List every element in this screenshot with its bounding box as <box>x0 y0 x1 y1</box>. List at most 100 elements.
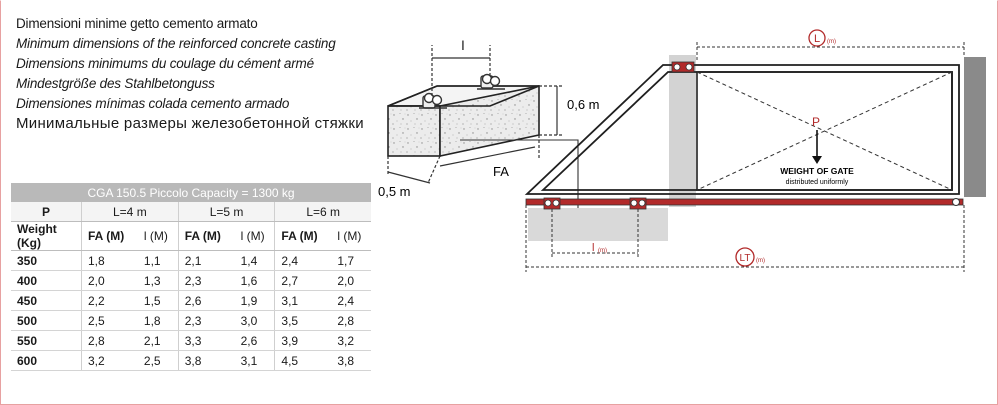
fa-cell: 2,6 <box>177 290 235 311</box>
l-cell: 3,2 <box>331 330 371 351</box>
dim-l-label: l <box>592 242 594 254</box>
table-caption-row: CGA 150.5 Piccolo Capacity = 1300 kg <box>11 183 371 202</box>
dim-L-unit: (m) <box>827 39 836 45</box>
fa-cell: 1,8 <box>81 250 138 271</box>
header-l: l (M) <box>137 221 179 251</box>
title-de: Mindestgröße des Stahlbetonguss <box>16 76 215 91</box>
dim-LT-line <box>525 205 965 272</box>
bottom-roller-right <box>629 197 647 210</box>
fa-cell: 3,3 <box>177 330 235 351</box>
fa-cell: 3,8 <box>177 350 235 371</box>
rail-end-stop <box>952 198 960 206</box>
table-caption: CGA 150.5 Piccolo Capacity = 1300 kg <box>11 183 371 202</box>
block-dim-height <box>539 85 562 136</box>
l-cell: 2,1 <box>137 330 179 351</box>
dim-L-marker <box>808 29 826 47</box>
fa-cell: 2,3 <box>177 270 235 291</box>
header-fa: FA (M) <box>274 221 332 251</box>
fa-cell: 4,5 <box>274 350 332 371</box>
fa-cell: 3,2 <box>81 350 138 371</box>
header-group-l6: L=6 m <box>274 202 371 222</box>
header-fa: FA (M) <box>177 221 235 251</box>
header-l: l (M) <box>331 221 371 251</box>
dim-L-label: L <box>814 33 820 45</box>
block-label-height: 0,6 m <box>567 97 600 112</box>
fa-cell: 2,0 <box>81 270 138 291</box>
weight-cell: 400 <box>11 270 82 291</box>
fa-cell: 2,7 <box>274 270 332 291</box>
l-cell: 1,8 <box>137 310 179 331</box>
block-leader-line <box>460 139 579 225</box>
load-arrow <box>812 130 822 164</box>
block-label-l: l <box>462 38 465 53</box>
dim-LT-marker <box>735 247 755 267</box>
title-fr: Dimensions minimums du coulage du cément… <box>16 56 314 71</box>
l-cell: 1,1 <box>137 250 179 271</box>
fa-cell: 2,1 <box>177 250 235 271</box>
fa-cell: 2,5 <box>81 310 138 331</box>
gate-post-right <box>964 57 986 197</box>
weight-cell: 600 <box>11 350 82 371</box>
l-cell: 3,8 <box>331 350 371 371</box>
bottom-roller-left <box>543 197 561 210</box>
weight-cell: 550 <box>11 330 82 351</box>
gate-frame <box>524 64 960 195</box>
l-cell: 1,5 <box>137 290 179 311</box>
l-cell: 2,5 <box>137 350 179 371</box>
fa-cell: 3,5 <box>274 310 332 331</box>
l-cell: 1,9 <box>234 290 275 311</box>
fa-cell: 3,1 <box>274 290 332 311</box>
header-p: P <box>11 202 82 222</box>
dim-l-unit: (m) <box>598 248 607 254</box>
title-block: Dimensioni minime getto cemento armato M… <box>16 14 371 133</box>
fa-cell: 2,4 <box>274 250 332 271</box>
fa-cell: 2,8 <box>81 330 138 351</box>
l-cell: 2,6 <box>234 330 275 351</box>
header-weight: Weight (Kg) <box>11 221 82 251</box>
l-cell: 1,6 <box>234 270 275 291</box>
l-cell: 1,4 <box>234 250 275 271</box>
load-p-label: P <box>812 115 820 129</box>
header-group-l5: L=5 m <box>177 202 275 222</box>
fa-cell: 2,2 <box>81 290 138 311</box>
block-dim-width <box>387 155 441 184</box>
fa-cell: 2,3 <box>177 310 235 331</box>
gate-post-left <box>669 55 696 207</box>
block-dim-fa <box>439 135 540 167</box>
l-cell: 3,1 <box>234 350 275 371</box>
weight-subtitle: distributed uniformly <box>786 179 849 186</box>
l-cell: 2,0 <box>331 270 371 291</box>
block-label-fa: FA <box>493 164 509 179</box>
l-cell: 1,3 <box>137 270 179 291</box>
gate-diagonals <box>696 71 953 191</box>
title-es: Dimensiones mínimas colada cemento armad… <box>16 96 290 111</box>
header-fa: FA (M) <box>81 221 138 251</box>
weight-cell: 350 <box>11 250 82 271</box>
block-dim-l <box>431 45 491 96</box>
concrete-block <box>387 85 540 157</box>
title-it: Dimensioni minime getto cemento armato <box>16 16 258 31</box>
l-cell: 2,4 <box>331 290 371 311</box>
l-cell: 2,8 <box>331 310 371 331</box>
table-subheader-row: Weight (Kg) FA (M) l (M) FA (M) l (M) FA… <box>11 221 371 251</box>
l-cell: 1,7 <box>331 250 371 271</box>
header-group-l4: L=4 m <box>81 202 179 222</box>
capacity-table: CGA 150.5 Piccolo Capacity = 1300 kg P L… <box>11 183 371 371</box>
table-group-row: P L=4 m L=5 m L=6 m <box>11 202 371 222</box>
title-en: Minimum dimensions of the reinforced con… <box>16 36 336 51</box>
roller-left <box>419 92 447 109</box>
fa-cell: 3,9 <box>274 330 332 351</box>
roller-right <box>477 73 505 90</box>
weight-cell: 500 <box>11 310 82 331</box>
l-cell: 3,0 <box>234 310 275 331</box>
dim-LT-label: LT <box>740 253 751 264</box>
gate-rail <box>525 198 964 206</box>
dim-l-line <box>551 209 639 258</box>
weight-title: WEIGHT OF GATE <box>780 166 854 176</box>
